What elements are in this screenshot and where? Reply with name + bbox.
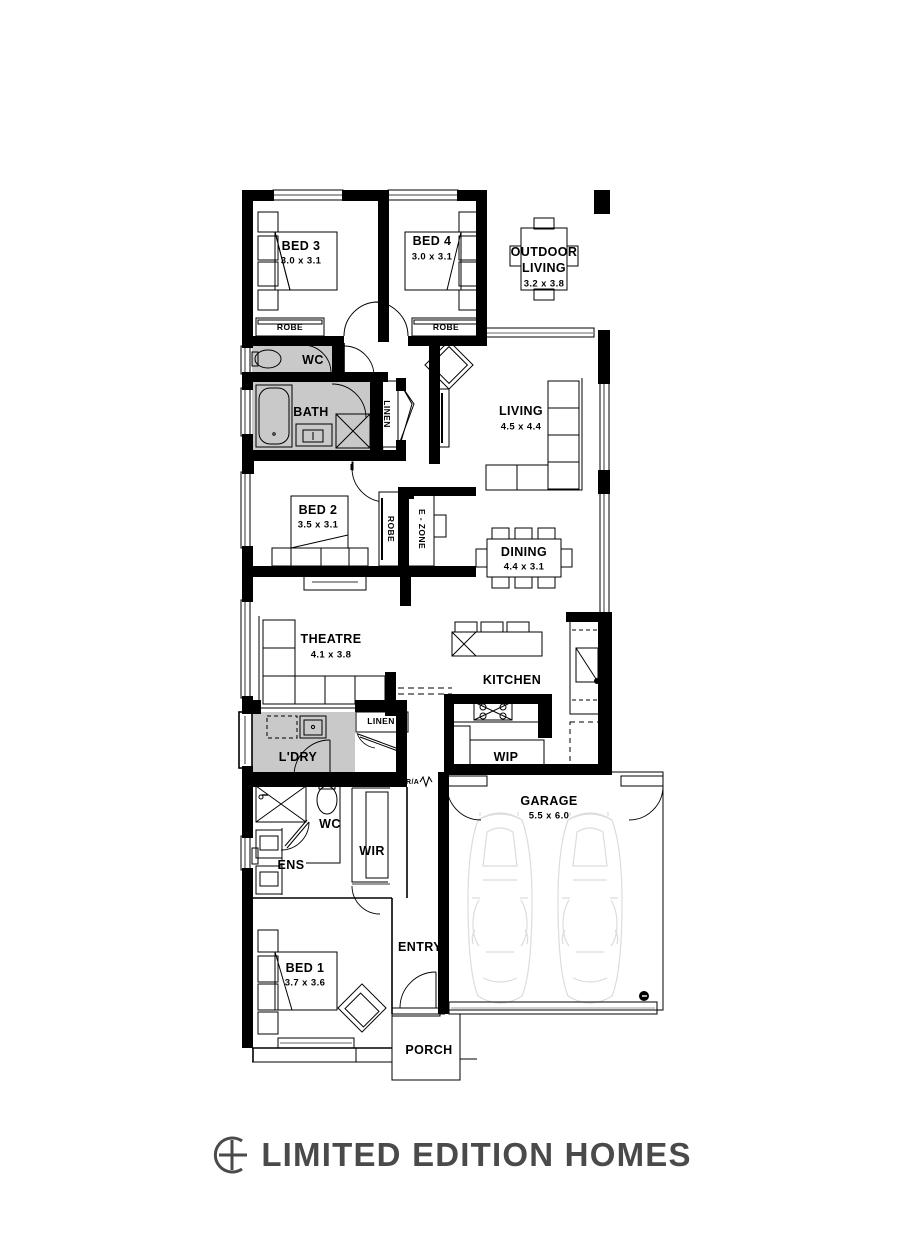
room-label-bed3: BED 3 bbox=[281, 239, 321, 253]
room-label-robe-bed3: ROBE bbox=[276, 322, 304, 333]
room-label-kitchen: KITCHEN bbox=[482, 673, 542, 687]
partitions-layer bbox=[252, 343, 408, 1062]
room-label-entry: ENTRY bbox=[398, 940, 442, 954]
room-label-wc-bottom: WC bbox=[319, 817, 341, 831]
room-label-e-zone: E - ZONE bbox=[416, 508, 427, 550]
room-label-outdoor-living-line1: OUTDOOR bbox=[510, 245, 578, 259]
room-label-bed2: BED 2 bbox=[298, 503, 338, 517]
room-label-ens: ENS bbox=[277, 858, 305, 872]
room-label-wip: WIP bbox=[493, 750, 519, 764]
room-label-theatre: THEATRE bbox=[300, 632, 362, 646]
room-label-outdoor-living-line2: LIVING bbox=[521, 261, 567, 275]
room-dim-garage: 5.5 x 6.0 bbox=[528, 810, 570, 822]
walls-layer bbox=[242, 190, 612, 1048]
room-dim-bed3: 3.0 x 3.1 bbox=[280, 255, 322, 267]
room-label-wir: WIR bbox=[359, 844, 385, 858]
room-label-wc-top: WC bbox=[302, 353, 324, 367]
room-label-bed4: BED 4 bbox=[412, 234, 452, 248]
room-dim-bed1: 3.7 x 3.6 bbox=[284, 977, 326, 989]
room-dim-outdoor-living: 3.2 x 3.8 bbox=[523, 278, 565, 290]
room-label-living: LIVING bbox=[498, 404, 544, 418]
wet-area-shading bbox=[252, 343, 384, 774]
room-label-robe-bed2: ROBE bbox=[385, 515, 396, 543]
room-label-ldry: L'DRY bbox=[278, 750, 318, 764]
room-dim-bed2: 3.5 x 3.1 bbox=[297, 519, 339, 531]
room-dim-bed4: 3.0 x 3.1 bbox=[411, 251, 453, 263]
room-dim-dining: 4.4 x 3.1 bbox=[503, 561, 545, 573]
room-dim-living: 4.5 x 4.4 bbox=[500, 421, 542, 433]
room-label-linen-top: LINEN bbox=[381, 400, 392, 428]
plus-circle-icon bbox=[214, 1136, 248, 1174]
room-label-dining: DINING bbox=[500, 545, 548, 559]
car-outline bbox=[467, 812, 533, 1004]
room-label-garage: GARAGE bbox=[520, 794, 578, 808]
doors-layer bbox=[343, 301, 409, 377]
car-outline bbox=[557, 812, 623, 1004]
room-label-robe-bed4: ROBE bbox=[432, 322, 460, 333]
room-dim-theatre: 4.1 x 3.8 bbox=[310, 649, 352, 661]
room-label-linen-bottom: LINEN bbox=[367, 716, 395, 727]
brand-name: LIMITED EDITION HOMES bbox=[261, 1136, 692, 1173]
room-label-bath: BATH bbox=[293, 405, 329, 419]
room-label-porch: PORCH bbox=[405, 1043, 453, 1057]
annotation-return-air: R/A bbox=[406, 779, 420, 786]
room-label-bed1: BED 1 bbox=[285, 961, 325, 975]
brand-logo: LIMITED EDITION HOMES bbox=[0, 1120, 901, 1190]
